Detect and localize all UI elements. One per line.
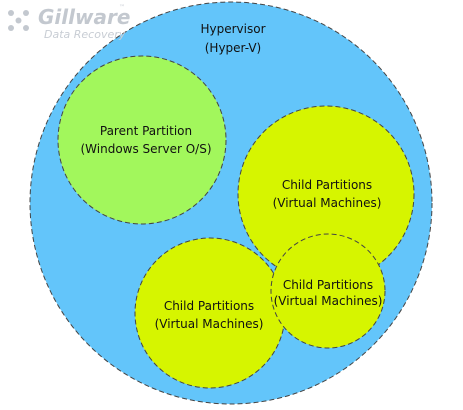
child-partition-3-label-line2: (Virtual Machines) (274, 294, 383, 308)
child-partition-1-label-line1: Child Partitions (282, 178, 372, 192)
child-partition-circle-2 (134, 237, 286, 389)
parent-partition-circle (57, 55, 227, 225)
child-partition-3-label-line1: Child Partitions (283, 278, 373, 292)
child-partition-1-label-line2: (Virtual Machines) (273, 196, 382, 210)
hypervisor-label-line1: Hypervisor (200, 22, 265, 36)
logo-tagline: Data Recovery (44, 28, 126, 41)
child-partition-2-label-line2: (Virtual Machines) (155, 317, 264, 331)
gillware-x-icon (8, 10, 29, 31)
gillware-logo: Gillware ™ Data Recovery (8, 4, 130, 41)
parent-partition-label-line2: (Windows Server O/S) (80, 142, 211, 156)
child-partition-circle-3 (270, 233, 386, 349)
child-partition-2-label-line1: Child Partitions (164, 299, 254, 313)
logo-wordmark: Gillware (38, 5, 130, 29)
logo-trademark: ™ (119, 4, 125, 11)
parent-partition-label-line1: Parent Partition (100, 124, 192, 138)
hypervisor-label-line2: (Hyper-V) (205, 41, 262, 55)
